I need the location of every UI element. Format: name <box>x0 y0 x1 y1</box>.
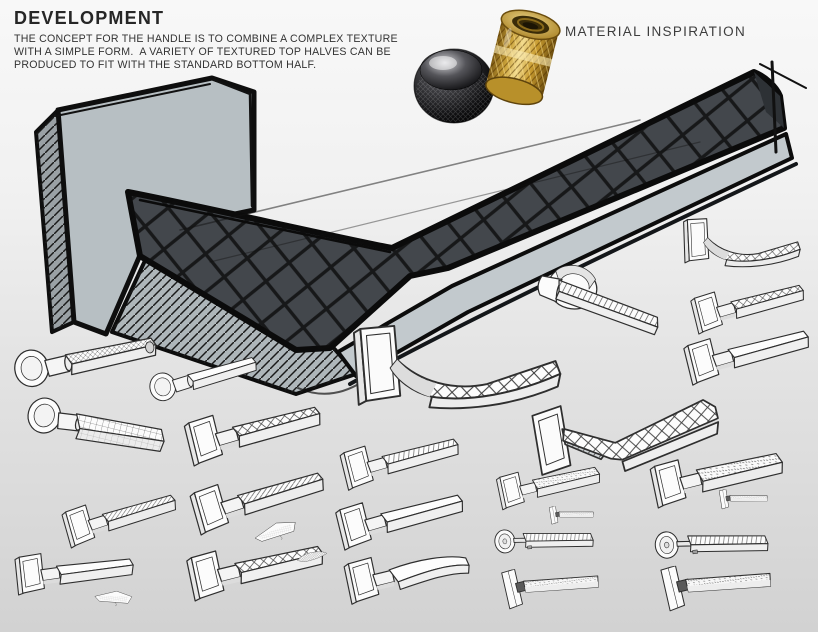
material-inspiration-label: MATERIAL INSPIRATION <box>565 24 747 39</box>
handle-sketch-plate-knurl-23 <box>715 486 772 513</box>
description-line-3: PRODUCED TO FIT WITH THE STANDARD BOTTOM… <box>14 59 317 71</box>
brass-knurled-insert-photo <box>485 9 561 106</box>
handle-sketch-scoop-cross-26 <box>674 215 809 278</box>
page-title: DEVELOPMENT <box>14 8 165 28</box>
description-line-1: THE CONCEPT FOR THE HANDLE IS TO COMBINE… <box>14 33 398 45</box>
black-knurled-knob-photo <box>413 48 495 124</box>
concept-description: THE CONCEPT FOR THE HANDLE IS TO COMBINE… <box>14 33 398 72</box>
description-line-2: WITH A SIMPLE FORM. A VARIETY OF TEXTURE… <box>14 46 391 58</box>
